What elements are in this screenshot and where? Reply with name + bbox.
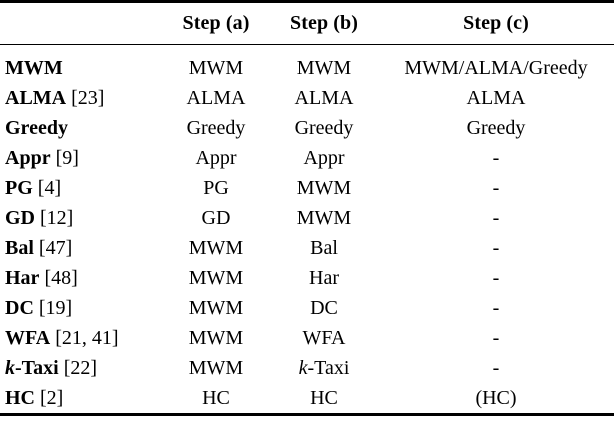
top-rule [0,0,614,5]
algorithm-label: Bal [5,236,34,259]
algorithm-label: Appr [5,146,51,169]
cell-step-a: MWM [188,236,244,259]
cell-step-c: - [492,146,500,169]
cell-step-a: Appr [195,146,237,169]
algorithm-label: PG [5,176,33,199]
citation-reference: [23] [66,86,105,109]
cell-step-b: Bal [310,236,338,259]
cell-algorithm-name: Greedy [0,113,162,143]
cell-algorithm-name: MWM [0,53,162,83]
algorithm-label: k-Taxi [5,356,59,379]
cell-step-b: DC [310,296,338,319]
cell-algorithm-name: Appr [9] [0,143,162,173]
header-rule [0,44,614,47]
column-header-name [0,5,162,45]
cell-algorithm-name: WFA [21, 41] [0,323,162,353]
citation-reference: [4] [32,176,62,199]
cell-step-b: Appr [303,146,345,169]
cell-step-c: - [492,356,500,379]
cell-algorithm-name: Har [48] [0,263,162,293]
column-header-step-c: Step (c) [463,12,529,34]
cell-step-c: Greedy [466,116,526,139]
cell-step-b: ALMA [294,86,354,109]
rule-row-bottom [0,413,614,418]
algorithm-label: Har [5,266,40,289]
table-row: WFA [21, 41] MWM WFA - [0,323,614,353]
citation-reference: [2] [35,386,64,409]
cell-step-b: k-Taxi [298,356,350,379]
bottom-rule [0,413,614,418]
rule-row-top [0,0,614,5]
algorithm-label: HC [5,386,35,409]
table-row: Greedy Greedy Greedy Greedy [0,113,614,143]
cell-step-c: - [492,206,500,229]
algorithm-label: Greedy [5,116,68,139]
cell-step-b: MWM [296,176,352,199]
cell-step-b: MWM [296,56,352,79]
column-header-step-b: Step (b) [289,12,359,34]
table-row: Har [48] MWM Har - [0,263,614,293]
cell-algorithm-name: GD [12] [0,203,162,233]
cell-step-a: PG [203,176,229,199]
cell-step-c: - [492,296,500,319]
table-row: DC [19] MWM DC - [0,293,614,323]
cell-step-c: MWM/ALMA/Greedy [404,56,588,79]
cell-step-a: MWM [188,266,244,289]
cell-step-a: HC [202,386,230,409]
citation-reference: [47] [33,236,73,259]
column-header-step-a: Step (a) [182,12,250,34]
cell-step-a: MWM [188,356,244,379]
cell-step-a: GD [201,206,231,229]
cell-step-c: - [492,176,500,199]
cell-step-a: Greedy [186,116,246,139]
citation-reference: [19] [33,296,73,319]
citation-reference: [12] [35,206,74,229]
cell-step-a: MWM [188,326,244,349]
algorithm-label: DC [5,296,34,319]
cell-step-c: - [492,236,500,259]
algorithm-label: MWM [5,56,63,79]
cell-step-b: MWM [296,206,352,229]
cell-step-c: (HC) [475,386,517,409]
citation-reference: [21, 41] [50,326,119,349]
cell-step-b-italic-prefix: k [298,356,308,379]
cell-algorithm-name: DC [19] [0,293,162,323]
cell-step-b: WFA [302,326,346,349]
citation-reference: [9] [50,146,79,169]
header-row: Step (a) Step (b) Step (c) [0,5,614,45]
cell-algorithm-name: k-Taxi [22] [0,353,162,383]
citation-reference: [48] [39,266,78,289]
cell-step-a: MWM [188,56,244,79]
citation-reference: [22] [58,356,98,379]
table-row: k-Taxi [22] MWM k-Taxi - [0,353,614,383]
cell-algorithm-name: ALMA [23] [0,83,162,113]
cell-algorithm-name: Bal [47] [0,233,162,263]
cell-algorithm-name: PG [4] [0,173,162,203]
cell-step-c: ALMA [466,86,526,109]
cell-step-b: Har [309,266,339,289]
cell-step-b: HC [310,386,338,409]
algorithm-label: GD [5,206,35,229]
rule-row-mid [0,44,614,47]
algorithm-label: ALMA [5,86,67,109]
cell-step-a: MWM [188,296,244,319]
table-row: Bal [47] MWM Bal - [0,233,614,263]
cell-step-b: Greedy [294,116,354,139]
algorithm-label-italic-prefix: k [5,356,15,379]
table-header: Step (a) Step (b) Step (c) [0,0,614,47]
algorithm-label: WFA [5,326,51,349]
cell-step-a: ALMA [186,86,246,109]
table-footer [0,413,614,418]
cell-step-c: - [492,326,500,349]
cell-step-c: - [492,266,500,289]
table-row: MWM MWM MWM MWM/ALMA/Greedy [0,53,614,83]
cell-algorithm-name: HC [2] [0,383,162,415]
